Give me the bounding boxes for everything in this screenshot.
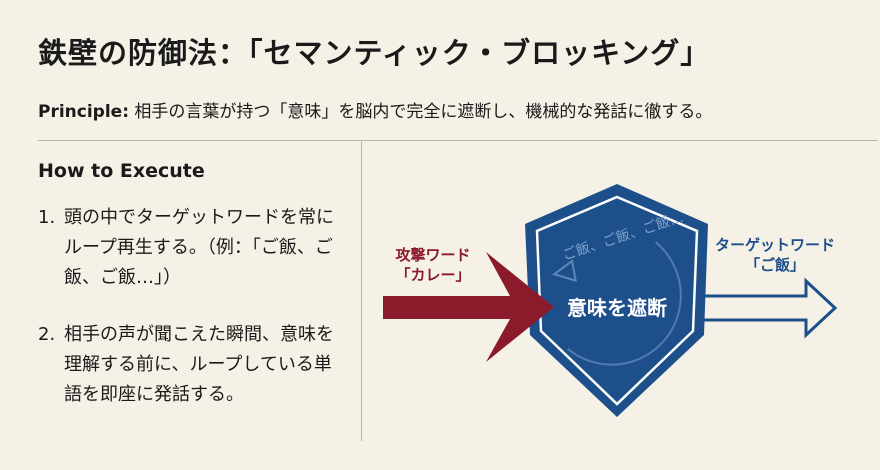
- principle-label: Principle:: [38, 102, 130, 122]
- divider-horizontal: [38, 140, 878, 141]
- step-1: 1. 頭の中でターゲットワードを常にループ再生する。（例：「ご飯、ご飯、ご飯…」…: [38, 203, 348, 293]
- loop-arrow-icon: [567, 241, 682, 366]
- divider-vertical: [361, 141, 362, 441]
- step-2: 2. 相手の声が聞こえた瞬間、意味を理解する前に、ループしている単語を即座に発話…: [38, 320, 348, 410]
- target-arrow: [698, 277, 838, 339]
- loop-arrowhead-icon: [551, 259, 577, 283]
- step-number: 2.: [38, 324, 56, 345]
- shield-text: 意味を遮断: [567, 296, 667, 320]
- how-to-heading: How to Execute: [38, 160, 205, 182]
- step-text: 頭の中でターゲットワードを常にループ再生する。（例：「ご飯、ご飯、ご飯…」）: [64, 207, 334, 288]
- attack-label-line1: 攻撃ワード: [395, 246, 470, 264]
- target-label-line2: 「ご飯」: [745, 256, 805, 274]
- step-number: 1.: [38, 207, 56, 228]
- shield-inner-border: [535, 195, 699, 406]
- principle-text: 相手の言葉が持つ「意味」を脳内で完全に遮断し、機械的な発話に徹する。: [129, 102, 713, 122]
- step-text: 相手の声が聞こえた瞬間、意味を理解する前に、ループしている単語を即座に発話する。: [64, 324, 334, 405]
- page-title: 鉄壁の防御法：「セマンティック・ブロッキング」: [38, 36, 711, 70]
- attack-arrow: [383, 252, 554, 362]
- attack-label-line2: 「カレー」: [395, 266, 470, 284]
- target-label-line1: ターゲットワード: [715, 236, 835, 254]
- principle: Principle: 相手の言葉が持つ「意味」を脳内で完全に遮断し、機械的な発話…: [38, 97, 712, 122]
